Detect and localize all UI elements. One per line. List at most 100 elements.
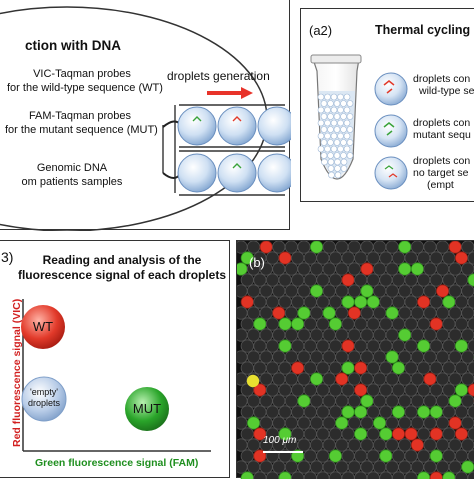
micro-droplet — [247, 394, 261, 408]
panel-a3-label: 3) — [1, 249, 14, 265]
micro-droplet — [467, 383, 474, 397]
micro-droplet — [398, 262, 412, 276]
micro-droplet — [297, 350, 311, 364]
droplet — [177, 106, 217, 146]
micro-droplet — [278, 383, 292, 397]
micro-droplet — [335, 306, 349, 320]
micro-droplet — [253, 361, 267, 375]
tube-droplet — [340, 165, 348, 172]
micro-droplet — [442, 449, 456, 463]
micro-droplet — [448, 306, 462, 320]
micro-droplet — [278, 251, 292, 265]
micro-droplet — [417, 251, 431, 265]
micro-droplet — [442, 273, 456, 287]
micro-droplet — [328, 383, 343, 397]
micro-droplet — [335, 350, 349, 364]
micro-droplet — [316, 251, 330, 265]
micro-droplet — [385, 416, 399, 430]
micro-droplet — [341, 251, 355, 265]
micro-droplet — [379, 383, 393, 397]
micro-droplet — [391, 339, 406, 353]
micro-droplet — [436, 306, 450, 320]
micro-droplet — [335, 438, 349, 452]
tube-droplet — [327, 165, 335, 172]
micro-droplet — [291, 405, 305, 419]
tube-droplet — [327, 152, 334, 159]
micro-droplet — [391, 317, 406, 331]
micro-droplet — [237, 350, 248, 364]
micro-droplet — [454, 317, 469, 331]
tube-droplet — [321, 158, 328, 166]
micro-droplet — [423, 416, 437, 430]
micro-droplet — [410, 241, 424, 254]
micro-droplet — [461, 416, 474, 430]
micro-droplet — [385, 262, 399, 276]
droplet — [217, 153, 257, 193]
micro-droplet — [448, 394, 462, 408]
micro-droplet — [284, 416, 299, 430]
micro-droplet — [385, 284, 399, 298]
micro-droplet — [404, 405, 418, 419]
micro-droplet — [454, 427, 469, 441]
micro-droplet — [328, 361, 343, 375]
micro-droplet — [240, 405, 254, 419]
micro-droplet — [410, 460, 424, 474]
micro-droplet — [265, 317, 280, 331]
micro-droplet — [454, 339, 469, 353]
dna-line1: Genomic DNA — [36, 162, 108, 174]
probe-mark — [232, 163, 242, 169]
tube-droplet — [330, 119, 338, 127]
micro-droplet — [442, 339, 456, 353]
micro-droplet — [297, 460, 311, 474]
droplet — [257, 153, 291, 193]
tube-droplet — [337, 145, 344, 153]
dna-line2: om patients samples — [21, 176, 123, 188]
micro-droplet — [436, 328, 450, 342]
empty-line1: 'empty' — [30, 387, 58, 397]
micro-droplet — [247, 241, 261, 254]
vic-line1: VIC-Taqman probes — [33, 68, 131, 80]
micro-droplet — [347, 262, 362, 276]
mut-cluster — [125, 387, 169, 431]
tube-droplet — [343, 132, 351, 140]
micro-droplet — [247, 284, 261, 298]
micro-droplet — [429, 449, 443, 463]
tube-droplet — [328, 171, 335, 179]
micro-droplet — [417, 273, 431, 287]
micro-droplet — [284, 284, 299, 298]
micro-droplet — [448, 438, 462, 452]
micro-droplet — [404, 273, 418, 287]
micro-droplet — [335, 460, 349, 474]
micro-droplet — [417, 383, 431, 397]
micro-droplet — [404, 449, 418, 463]
tube-droplet — [343, 145, 351, 153]
micro-droplet — [284, 241, 298, 254]
micro-droplet — [291, 317, 305, 331]
micro-droplet — [272, 394, 286, 408]
micro-droplet — [347, 416, 362, 430]
micro-droplet — [398, 328, 412, 342]
tube-droplet — [330, 106, 338, 114]
micro-droplet — [278, 361, 292, 375]
tube-droplet — [333, 126, 341, 133]
micro-droplet — [335, 372, 349, 386]
micro-droplet — [284, 460, 299, 474]
panel-a3-graphics — [21, 299, 211, 452]
vic-probe-icon — [383, 80, 395, 94]
micro-droplet — [272, 241, 286, 254]
micro-droplet — [259, 241, 273, 254]
micro-droplet — [461, 241, 474, 254]
micro-droplet — [385, 394, 399, 408]
micro-droplet — [366, 405, 380, 419]
panel-a1: ction with DNA VIC-Taqman probes for the… — [0, 0, 291, 231]
micro-droplet — [373, 262, 387, 276]
micro-droplet — [259, 328, 273, 342]
micro-droplet — [354, 361, 368, 375]
micro-droplet — [253, 405, 267, 419]
micro-droplet — [410, 328, 424, 342]
empty-label: 'empty' droplets — [22, 387, 66, 409]
micro-droplet — [454, 449, 469, 463]
micro-droplet — [448, 460, 462, 474]
tube-droplet — [346, 113, 354, 120]
micro-droplet — [341, 383, 355, 397]
